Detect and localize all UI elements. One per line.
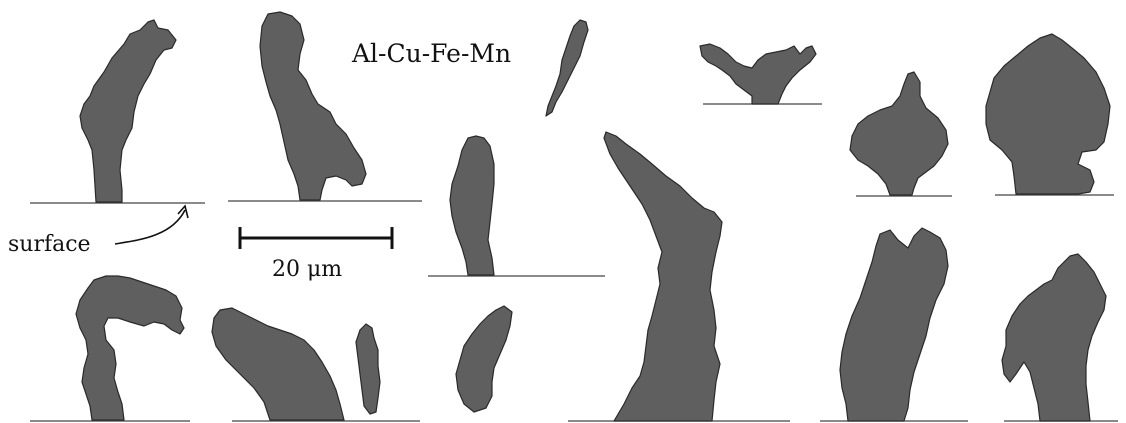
- particle-7: [986, 34, 1110, 194]
- particle-13: [840, 228, 948, 421]
- particles: [76, 12, 1110, 421]
- figure-title: Al-Cu-Fe-Mn: [351, 39, 511, 68]
- particle-5: [700, 44, 816, 104]
- particle-8: [76, 276, 184, 420]
- particle-1: [80, 20, 176, 202]
- particle-2: [260, 12, 366, 200]
- particle-10: [356, 324, 380, 414]
- particle-4: [450, 136, 494, 275]
- particle-12: [604, 132, 722, 421]
- scale-bar-label: 20 μm: [272, 257, 342, 282]
- particle-14: [1002, 254, 1106, 421]
- surface-lines: [30, 104, 1118, 421]
- particle-6: [850, 72, 948, 195]
- particle-3: [546, 20, 588, 116]
- particle-9: [212, 308, 344, 420]
- surface-arrowhead-icon: [178, 206, 188, 218]
- surface-arrow: [115, 210, 185, 244]
- scale-bar: 20 μm: [240, 227, 392, 282]
- particle-11: [456, 306, 512, 412]
- surface-label: surface: [8, 232, 91, 257]
